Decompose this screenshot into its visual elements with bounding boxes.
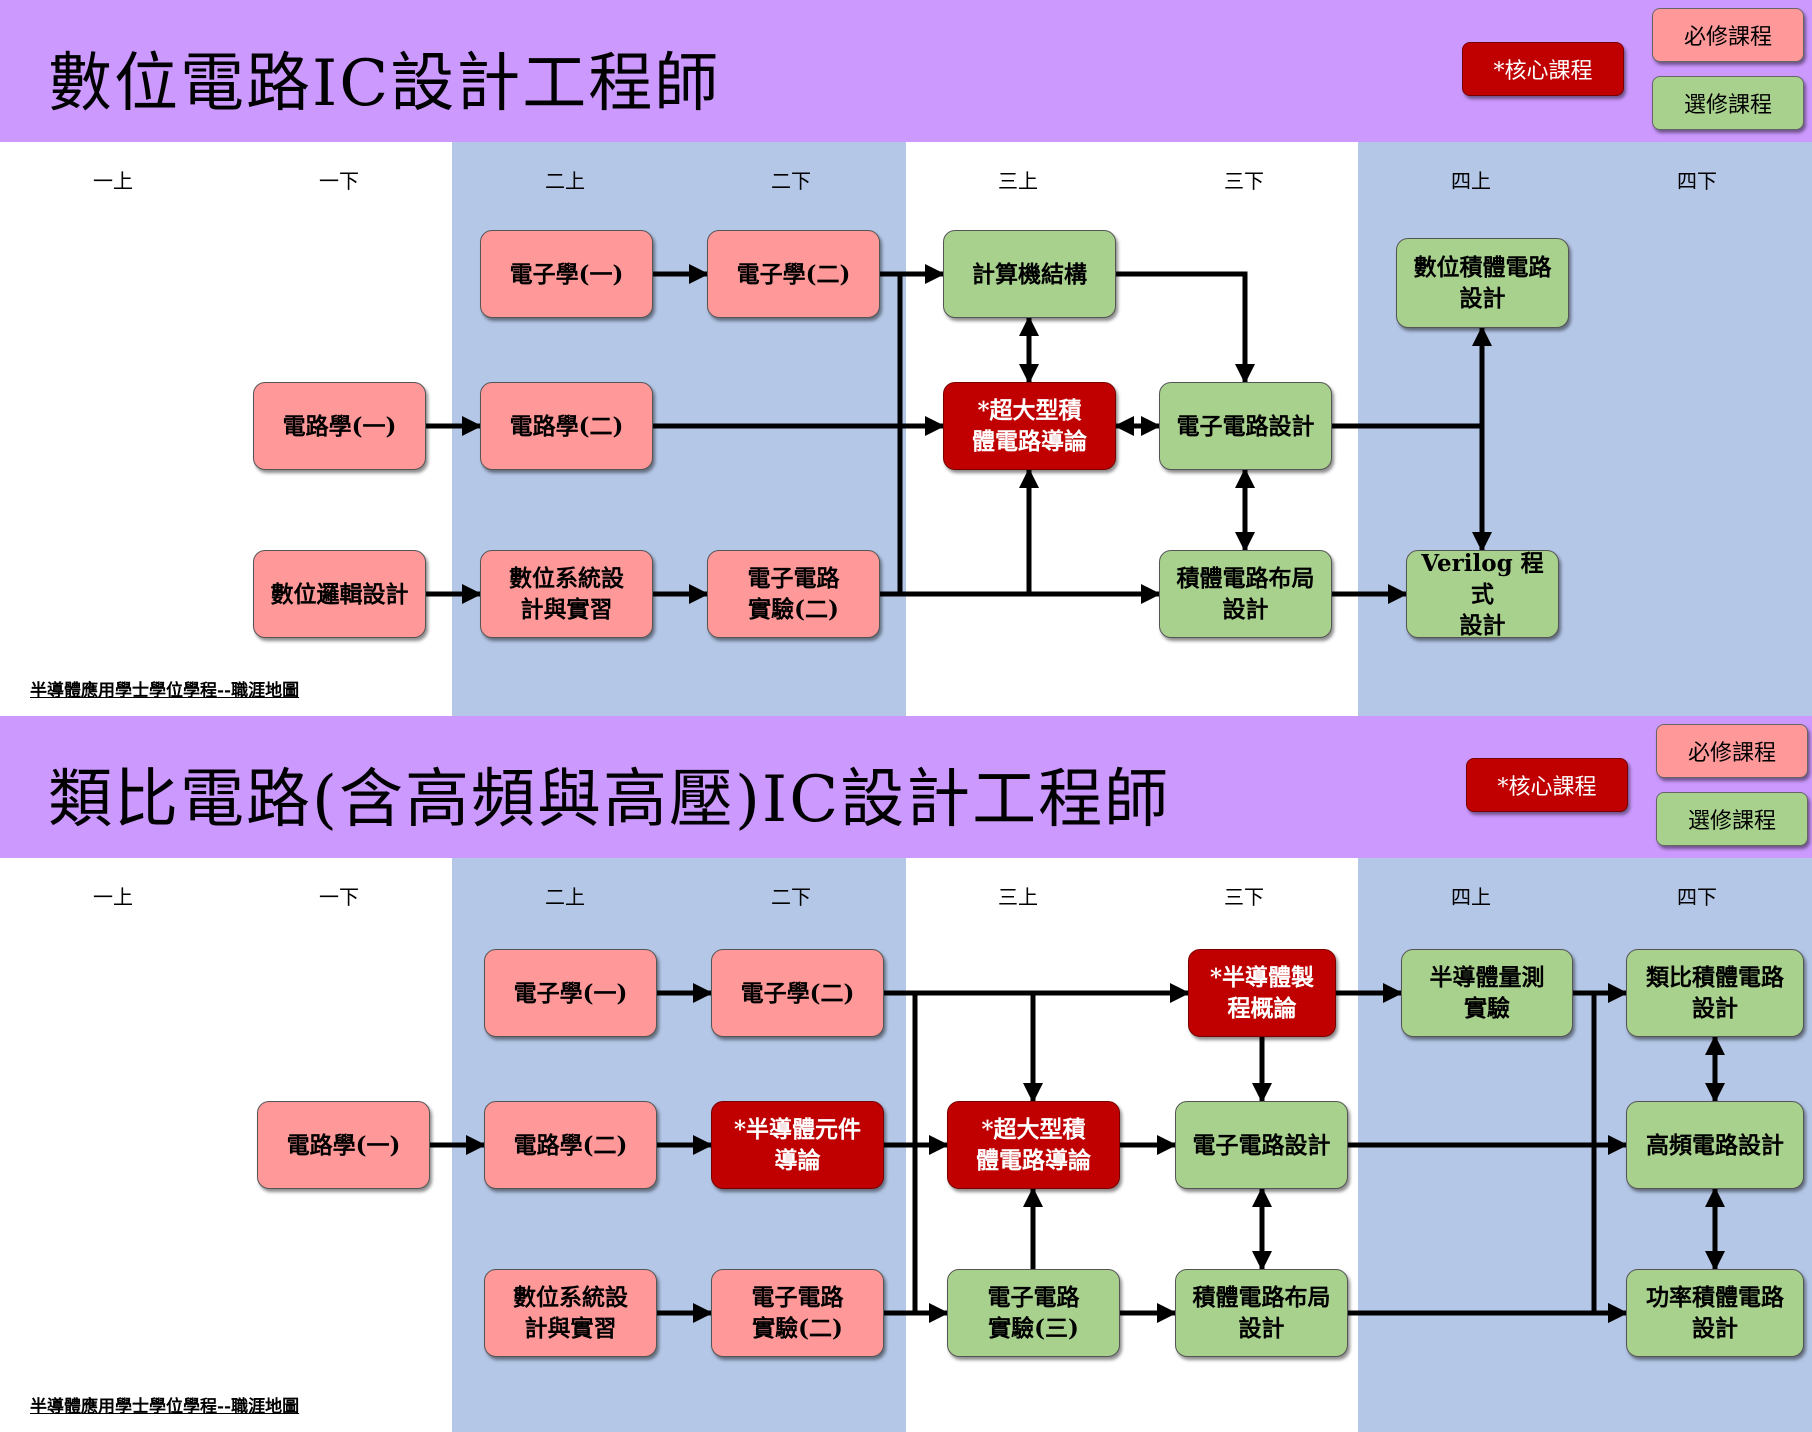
course-box-dl: 數位邏輯設計 xyxy=(253,550,426,638)
semester-label: 四下 xyxy=(1677,169,1717,193)
course-box-ecl2: 電子電路 實驗(二) xyxy=(711,1269,884,1357)
course-box-icl: 積體電路布局 設計 xyxy=(1159,550,1332,638)
map-footer-caption: 半導體應用學士學位學程--職涯地圖 xyxy=(30,681,300,701)
course-box-dsd: 數位系統設 計與實習 xyxy=(484,1269,657,1357)
career-panel-1: 數位電路IC設計工程師 *核心課程必修課程選修課程一上 一下 二上 二下 三上 三下 四上 四下… xyxy=(0,0,1812,716)
semester-label: 三上 xyxy=(998,169,1038,193)
course-box-c1: 電路學(一) xyxy=(257,1101,430,1189)
semester-label: 三上 xyxy=(998,885,1038,909)
connector-arrow xyxy=(1116,271,1255,384)
course-box-e1: 電子學(一) xyxy=(484,949,657,1037)
course-box-rf: 高頻電路設計 xyxy=(1626,1101,1804,1189)
panel-title: 數位電路IC設計工程師 xyxy=(48,47,721,121)
legend-core: *核心課程 xyxy=(1462,42,1624,96)
panel-header: 數位電路IC設計工程師 *核心課程必修課程選修課程 xyxy=(0,0,1812,142)
course-box-vlsi: *超大型積 體電路導論 xyxy=(947,1101,1120,1189)
semester-label: 二下 xyxy=(771,169,811,193)
course-box-ver: Verilog 程式 設計 xyxy=(1406,550,1559,639)
semester-label: 三下 xyxy=(1224,169,1264,193)
semester-label: 四下 xyxy=(1677,885,1717,909)
course-box-ecd: 電子電路設計 xyxy=(1175,1101,1348,1189)
connector-layer xyxy=(426,264,1492,604)
panel-title: 類比電路(含高頻與高壓)IC設計工程師 xyxy=(48,763,1171,837)
legend-elective: 選修課程 xyxy=(1656,792,1808,846)
legend-required: 必修課程 xyxy=(1656,724,1808,778)
semester-label: 二下 xyxy=(771,885,811,909)
course-box-icl: 積體電路布局 設計 xyxy=(1175,1269,1348,1357)
semester-label: 四上 xyxy=(1451,169,1491,193)
semester-label: 二上 xyxy=(545,169,585,193)
semester-label: 二上 xyxy=(545,885,585,909)
connector-arrow xyxy=(1591,993,1628,1323)
course-box-ecl3: 電子電路 實驗(三) xyxy=(947,1269,1120,1357)
course-box-c2: 電路學(二) xyxy=(480,382,653,470)
course-box-dic: 數位積體電路 設計 xyxy=(1396,238,1569,328)
course-box-semi: *半導體製 程概論 xyxy=(1188,949,1336,1037)
panel-header: 類比電路(含高頻與高壓)IC設計工程師 *核心課程必修課程選修課程 xyxy=(0,716,1812,858)
semester-label: 四上 xyxy=(1451,885,1491,909)
map-footer-caption: 半導體應用學士學位學程--職涯地圖 xyxy=(30,1397,300,1417)
semester-label: 一上 xyxy=(93,169,133,193)
course-box-ecd: 電子電路設計 xyxy=(1159,382,1332,470)
legend-elective: 選修課程 xyxy=(1652,76,1804,130)
course-box-meas: 半導體量測 實驗 xyxy=(1401,949,1573,1037)
course-box-c2: 電路學(二) xyxy=(484,1101,657,1189)
course-box-e1: 電子學(一) xyxy=(480,230,653,318)
semester-label: 一下 xyxy=(319,169,359,193)
legend-required: 必修課程 xyxy=(1652,8,1804,62)
course-box-c1: 電路學(一) xyxy=(253,382,426,470)
career-panel-2: 類比電路(含高頻與高壓)IC設計工程師 *核心課程必修課程選修課程一上 一下 二上 二下… xyxy=(0,716,1812,1432)
course-box-vlsi: *超大型積 體電路導論 xyxy=(943,382,1116,470)
course-box-ecl2: 電子電路 實驗(二) xyxy=(707,550,880,638)
course-box-aic: 類比積體電路 設計 xyxy=(1626,949,1804,1037)
course-box-e2: 電子學(二) xyxy=(707,230,880,318)
course-box-dev: *半導體元件 導論 xyxy=(711,1101,884,1189)
course-box-dsd: 數位系統設 計與實習 xyxy=(480,550,653,638)
course-box-e2: 電子學(二) xyxy=(711,949,884,1037)
legend-core: *核心課程 xyxy=(1466,758,1628,812)
semester-label: 一下 xyxy=(319,885,359,909)
course-box-ca: 計算機結構 xyxy=(943,230,1116,318)
course-box-pic: 功率積體電路 設計 xyxy=(1626,1269,1804,1357)
semester-label: 一上 xyxy=(93,885,133,909)
connector-layer xyxy=(430,983,1725,1323)
semester-label: 三下 xyxy=(1224,885,1264,909)
